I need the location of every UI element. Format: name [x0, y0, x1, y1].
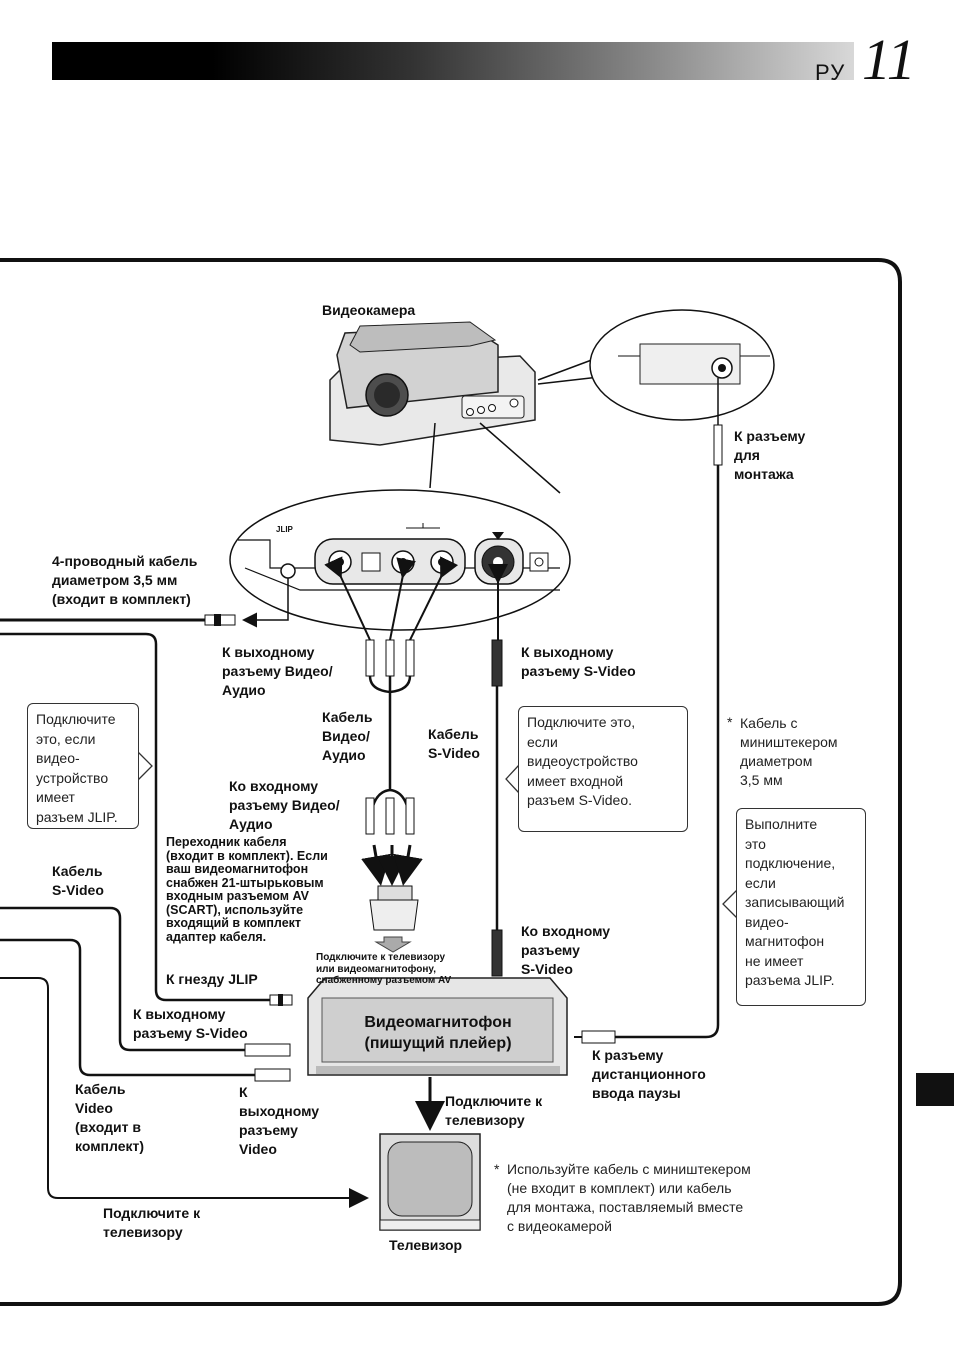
jlip-mark: JLIP: [276, 525, 293, 534]
connect-tv-left-label: Подключите к телевизору: [103, 1205, 201, 1240]
pause-jack-label: К разъему дистанционного ввода паузы: [592, 1047, 706, 1101]
frame-border: [0, 258, 902, 1306]
connect-tv-right-label: Подключите к телевизору: [445, 1093, 543, 1128]
jlip-jack-label: К гнезду JLIP: [166, 971, 258, 987]
section-tab: [916, 1073, 954, 1106]
camcorder-illustration: [329, 321, 536, 446]
tv-illustration: [379, 1133, 481, 1231]
svideo-cable-left: [0, 906, 245, 1052]
video-cable-label: Кабель Video (входит в комплект): [75, 1081, 145, 1154]
tv-label: Телевизор: [389, 1237, 463, 1253]
header-bar: [52, 42, 854, 80]
svideo-out-left-label: К выходному разъему S-Video: [133, 1006, 248, 1041]
scart-adapter: [369, 885, 419, 953]
av-cable-label: Кабель Видео/ Аудио: [322, 709, 373, 763]
jlip-note: Подключите это, если видео- устройство и…: [27, 703, 139, 829]
svideo-in-label: Ко входному разъему S-Video: [521, 923, 611, 977]
jlip-cable: [0, 632, 270, 1002]
av-out-label: К выходному разъему Видео/ Аудио: [222, 644, 333, 698]
edit-jack-callout: [589, 309, 775, 421]
four-wire-cable: [0, 578, 289, 628]
mini-cable-label: Кабель с миништекером диаметром 3,5 мм: [740, 715, 838, 788]
svideo-cable-label: Кабель S-Video: [428, 726, 480, 761]
svideo-note: Подключите это, если видеоустройство име…: [518, 706, 688, 832]
no-jlip-note: Выполните это подключение, если записыва…: [736, 808, 866, 1006]
adapter-label: Переходник кабеля (входит в комплект). Е…: [166, 835, 328, 944]
svideo-cable: [478, 639, 516, 997]
edit-jack-label: К разъему для монтажа: [734, 428, 806, 482]
mini-cable-mark: *: [727, 714, 733, 730]
av-plugs-bottom: [361, 788, 423, 886]
four-wire-cable-label: 4-проводный кабель диаметром 3,5 мм (вхо…: [52, 553, 198, 607]
vcr-label: Видеомагнитофон (пишущий плейер): [364, 1014, 512, 1052]
connector-panel-callout: [229, 489, 571, 631]
language-code: РУ: [815, 60, 846, 85]
vcr-illustration: [307, 977, 568, 1076]
svideo-out-label: К выходному разъему S-Video: [521, 644, 636, 679]
edit-cable: [574, 378, 723, 1044]
tv-cable: [0, 977, 369, 1208]
svideo-cable-left-label: Кабель S-Video: [52, 863, 104, 898]
av-plugs-top: [365, 639, 415, 790]
video-cable: [0, 938, 255, 1077]
video-out-label: К выходному разъему Video: [239, 1084, 320, 1157]
page-number: 11: [862, 27, 916, 92]
footnote-mark: *: [494, 1161, 500, 1177]
scart-connect-label: Подключите к телевизору или видеомагнито…: [316, 952, 452, 986]
footnote-text: Используйте кабель с миништекером (не вх…: [507, 1161, 751, 1234]
camcorder-label: Видеокамера: [322, 302, 416, 318]
av-in-label: Ко входному разъему Видео/ Аудио: [229, 778, 340, 832]
